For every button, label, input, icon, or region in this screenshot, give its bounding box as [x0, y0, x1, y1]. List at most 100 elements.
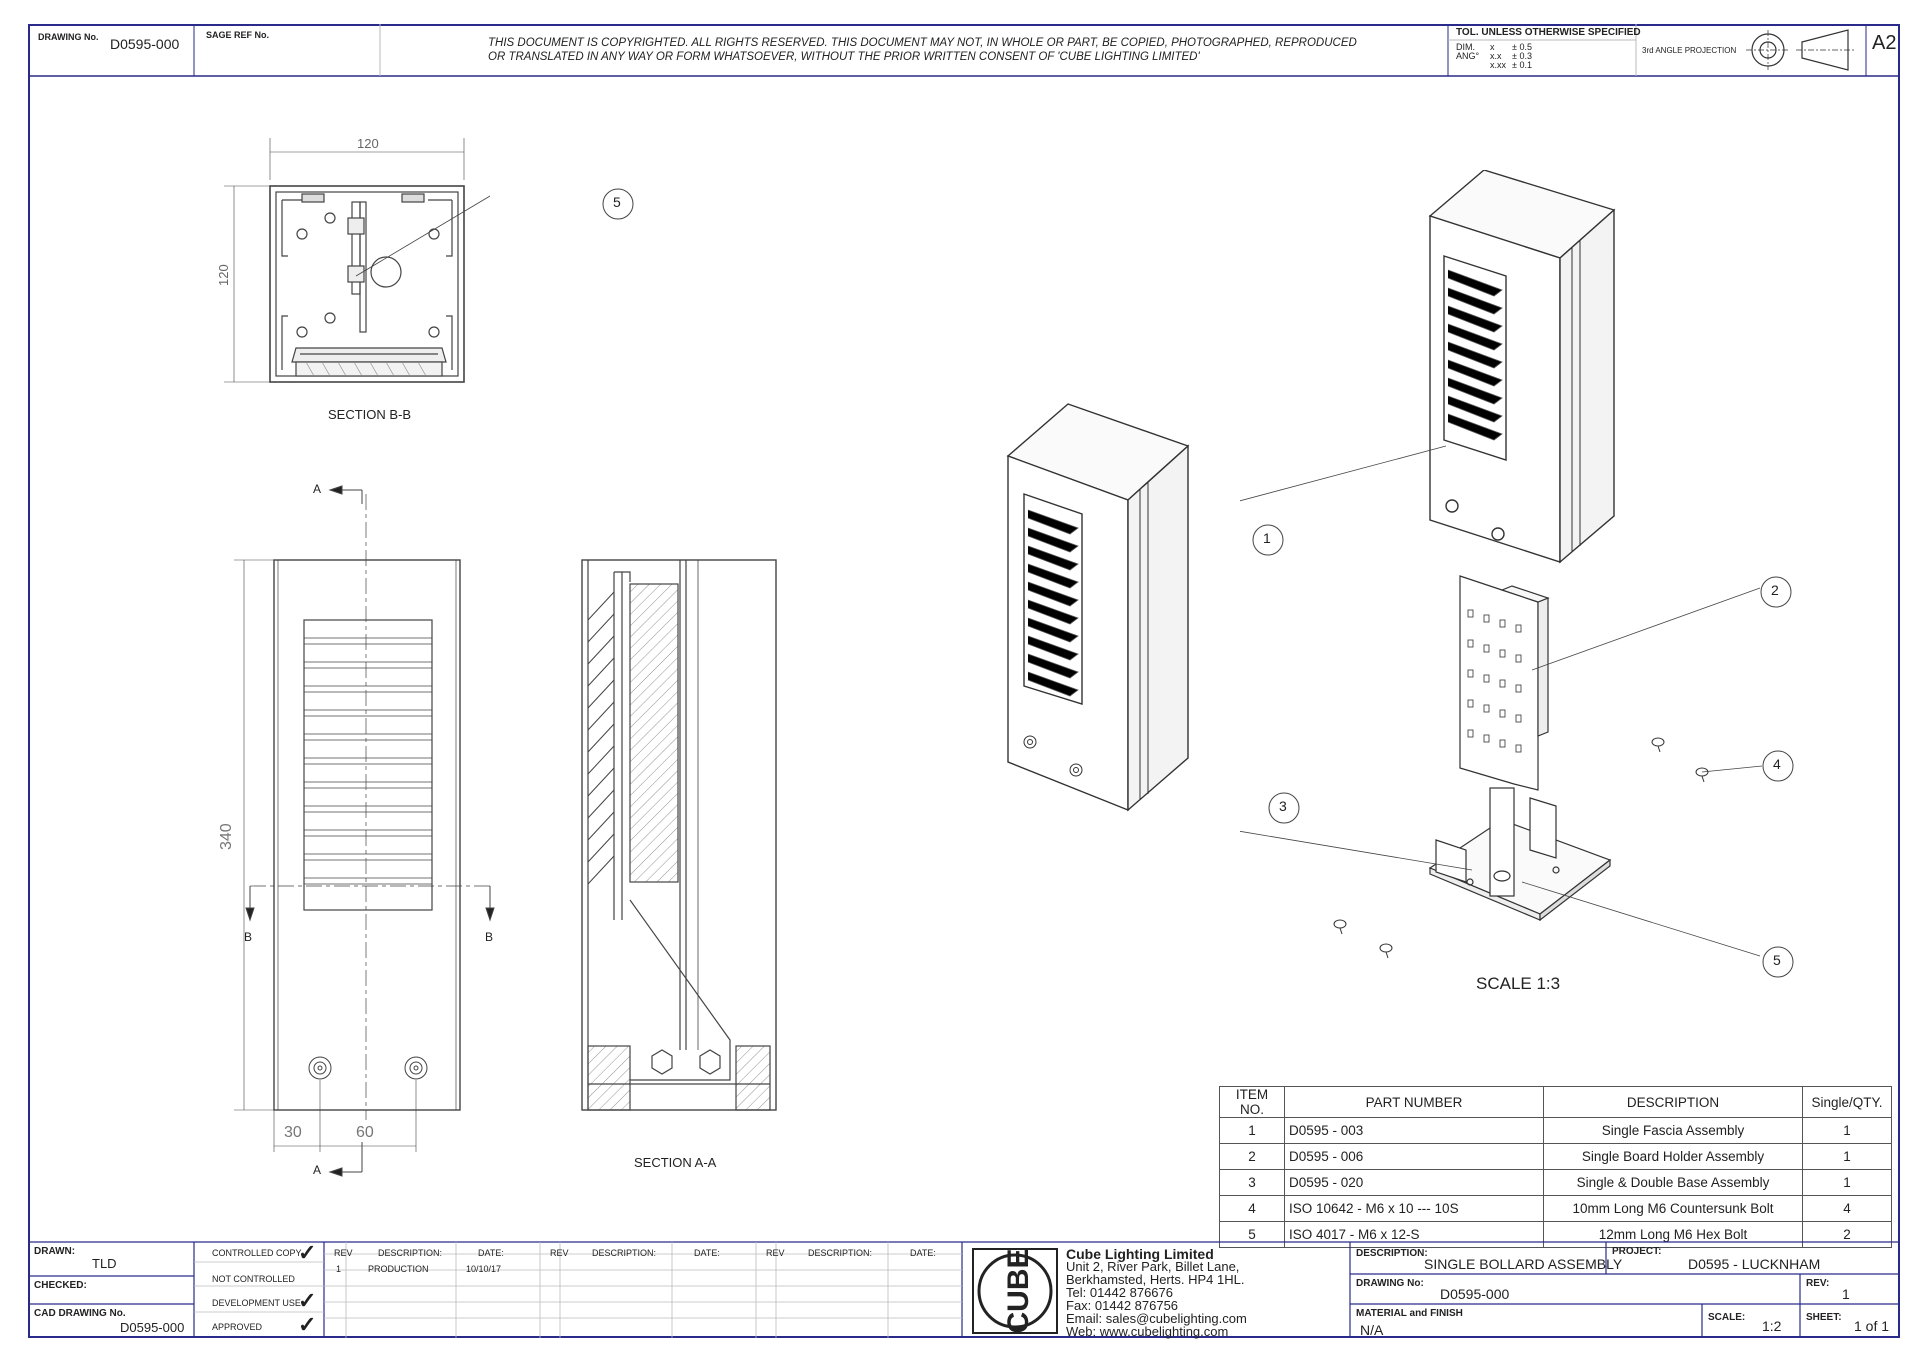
bom-item: 2 — [1219, 1143, 1285, 1170]
tolerance-v3: ± 0.1 — [1512, 60, 1532, 70]
logo-text: CUBE — [1002, 1248, 1035, 1333]
company-address-1: Unit 2, River Park, Billet Lane, — [1066, 1259, 1240, 1274]
rev-entry-description: PRODUCTION — [368, 1264, 429, 1274]
balloon-2 — [1760, 576, 1792, 608]
rev-desc-header-1: DESCRIPTION: — [378, 1248, 443, 1258]
checked-label: CHECKED: — [34, 1280, 87, 1291]
cad-drawing-no: D0595-000 — [120, 1320, 185, 1335]
status-controlled-copy: CONTROLLED COPY — [212, 1248, 302, 1258]
balloon-4-label: 4 — [1773, 756, 1781, 772]
project-value: D0595 - LUCKNHAM — [1688, 1256, 1821, 1272]
bom-description: 12mm Long M6 Hex Bolt — [1543, 1221, 1803, 1248]
balloon-5-top — [602, 188, 634, 220]
drawing-no: D0595-000 — [110, 36, 180, 52]
copyright-line-1: THIS DOCUMENT IS COPYRIGHTED. ALL RIGHTS… — [488, 37, 1357, 49]
bom-item: 4 — [1219, 1195, 1285, 1222]
bom-item: 5 — [1219, 1221, 1285, 1248]
bom-part: ISO 10642 - M6 x 10 --- 10S — [1284, 1195, 1544, 1222]
tolerance-xx: x.x — [1490, 51, 1502, 61]
bom-header-item: ITEM NO. — [1219, 1086, 1285, 1118]
scale-note: SCALE 1:3 — [1476, 974, 1561, 993]
rev-label: REV: — [1806, 1278, 1830, 1289]
drawing-no-label: DRAWING No. — [38, 32, 99, 42]
balloon-2-label: 2 — [1771, 582, 1779, 598]
rev-entry-date: 10/10/17 — [466, 1264, 502, 1274]
bom-item: 1 — [1219, 1117, 1285, 1144]
material-value: N/A — [1360, 1322, 1384, 1338]
bom-part: ISO 4017 - M6 x 12-S — [1284, 1221, 1544, 1248]
bom-qty: 2 — [1802, 1221, 1892, 1248]
bom-header-description: DESCRIPTION — [1543, 1086, 1803, 1118]
status-approved: APPROVED — [212, 1322, 263, 1332]
bom-description: 10mm Long M6 Countersunk Bolt — [1543, 1195, 1803, 1222]
sage-ref-label: SAGE REF No. — [206, 30, 270, 40]
balloon-5-top-label: 5 — [613, 194, 621, 210]
bom-qty: 1 — [1802, 1143, 1892, 1170]
tolerance-xxx: x.xx — [1490, 60, 1507, 70]
drawing-sheet — [28, 24, 1900, 1338]
bom-qty: 1 — [1802, 1117, 1892, 1144]
copyright-line-2: OR TRANSLATED IN ANY WAY OR FORM WHATSOE… — [488, 51, 1200, 63]
tolerance-dim: DIM. — [1456, 42, 1475, 52]
tolerance-v1: ± 0.5 — [1512, 42, 1532, 52]
dim-30: 30 — [284, 1124, 302, 1141]
section-aa-label: SECTION A-A — [634, 1155, 717, 1170]
cad-drawing-label: CAD DRAWING No. — [34, 1308, 126, 1319]
company-address-2: Berkhamsted, Herts. HP4 1HL. — [1066, 1272, 1245, 1287]
rev-header-3: REV — [766, 1248, 785, 1258]
bom-description: Single Board Holder Assembly — [1543, 1143, 1803, 1170]
scale-label: SCALE: — [1708, 1312, 1746, 1323]
rev-header-2: REV — [550, 1248, 569, 1258]
isometric-exploded-view — [1240, 170, 1763, 959]
header-lines — [28, 24, 1900, 77]
drawn-label: DRAWN: — [34, 1246, 76, 1257]
dim-120-width: 120 — [357, 136, 379, 151]
bom-qty: 4 — [1802, 1195, 1892, 1222]
rev-date-header-3: DATE: — [910, 1248, 936, 1258]
bom-part: D0595 - 020 — [1284, 1169, 1544, 1196]
table-row: 4 ISO 10642 - M6 x 10 --- 10S 10mm Long … — [1219, 1195, 1892, 1222]
balloon-3-label: 3 — [1279, 798, 1287, 814]
bom-part: D0595 - 003 — [1284, 1117, 1544, 1144]
cut-a-top: A — [313, 482, 322, 496]
title-drawing-no: D0595-000 — [1440, 1286, 1510, 1302]
company-name: Cube Lighting Limited — [1066, 1246, 1214, 1262]
dim-340: 340 — [218, 823, 235, 850]
company-email: Email: sales@cubelighting.com — [1066, 1311, 1247, 1326]
isometric-assembled-view — [1006, 403, 1190, 812]
rev-entry-number: 1 — [336, 1264, 342, 1274]
bom-description: Single Fascia Assembly — [1543, 1117, 1803, 1144]
bom-item: 3 — [1219, 1169, 1285, 1196]
third-angle-projection-icon — [1746, 29, 1854, 71]
cut-a-bottom: A — [313, 1163, 322, 1177]
status-development-use: DEVELOPMENT USE — [212, 1298, 301, 1308]
company-tel: Tel: 01442 876676 — [1066, 1285, 1173, 1300]
title-block-lines — [28, 1241, 1900, 1338]
balloon-3 — [1268, 792, 1300, 824]
cut-b-left: B — [244, 930, 253, 944]
title-drawing-no-label: DRAWING No: — [1356, 1278, 1424, 1289]
dim-120-height: 120 — [216, 264, 231, 286]
table-row: 2 D0595 - 006 Single Board Holder Assemb… — [1219, 1143, 1892, 1170]
tolerance-ang: ANG° — [1456, 51, 1480, 61]
rev-desc-header-3: DESCRIPTION: — [808, 1248, 873, 1258]
sheet-label: SHEET: — [1806, 1312, 1842, 1323]
rev-desc-header-2: DESCRIPTION: — [592, 1248, 657, 1258]
bom-header-qty: Single/QTY. — [1802, 1086, 1892, 1118]
description-label: DESCRIPTION: — [1356, 1248, 1428, 1259]
dim-60: 60 — [356, 1124, 374, 1141]
table-row: 5 ISO 4017 - M6 x 12-S 12mm Long M6 Hex … — [1219, 1221, 1892, 1248]
rev-date-header-1: DATE: — [478, 1248, 504, 1258]
tolerance-x: x — [1490, 42, 1495, 52]
balloon-4 — [1762, 750, 1794, 782]
section-bb-label: SECTION B-B — [328, 407, 412, 422]
bom-header-row: ITEM NO. PART NUMBER DESCRIPTION Single/… — [1219, 1086, 1892, 1118]
project-label: PROJECT: — [1612, 1246, 1662, 1257]
balloon-5-iso-label: 5 — [1773, 952, 1781, 968]
sheet-size: A2 — [1872, 32, 1897, 54]
bill-of-materials: ITEM NO. PART NUMBER DESCRIPTION Single/… — [1219, 1086, 1892, 1248]
projection-label: 3rd ANGLE PROJECTION — [1642, 46, 1737, 55]
table-row: 1 D0595 - 003 Single Fascia Assembly 1 — [1219, 1117, 1892, 1144]
scale-value: 1:2 — [1762, 1318, 1782, 1334]
status-not-controlled: NOT CONTROLLED — [212, 1274, 295, 1284]
